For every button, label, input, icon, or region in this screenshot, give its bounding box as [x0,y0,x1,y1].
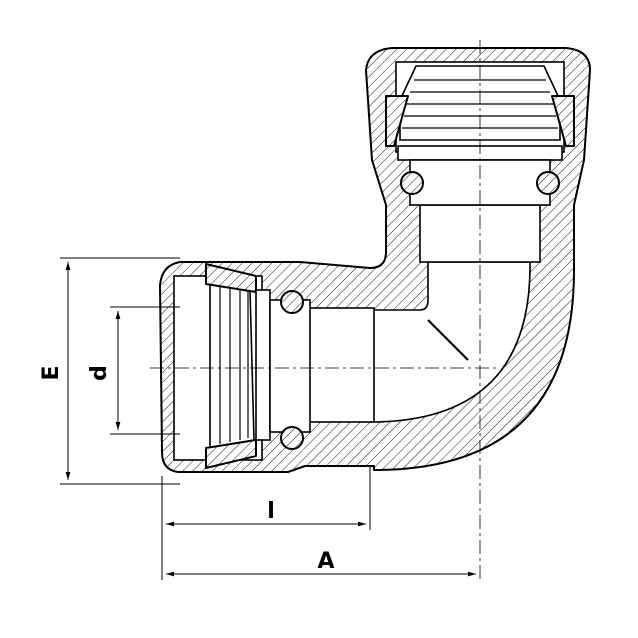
dimension-A: A [166,549,476,577]
dimension-l: l [161,466,371,580]
web-line [427,319,469,361]
dimension-A-label: A [317,549,334,574]
top-socket [385,61,575,206]
top-oring-left [400,171,424,195]
left-socket [173,263,311,469]
left-oring-top [280,290,304,314]
dimension-d-label: d [87,365,112,381]
horizontal-bore [307,307,375,423]
dimension-l-label: l [267,499,275,524]
top-collet-tooth-left [385,95,409,147]
dimension-E-label: E [39,365,64,380]
dimension-E: E [39,257,180,485]
left-oring-bottom [280,426,304,450]
left-retaining-ring [255,289,271,441]
top-collet-tooth-right [551,95,575,147]
left-oring-seat [269,299,311,433]
dimension-d: d [87,306,180,435]
top-oring-right [536,171,560,195]
